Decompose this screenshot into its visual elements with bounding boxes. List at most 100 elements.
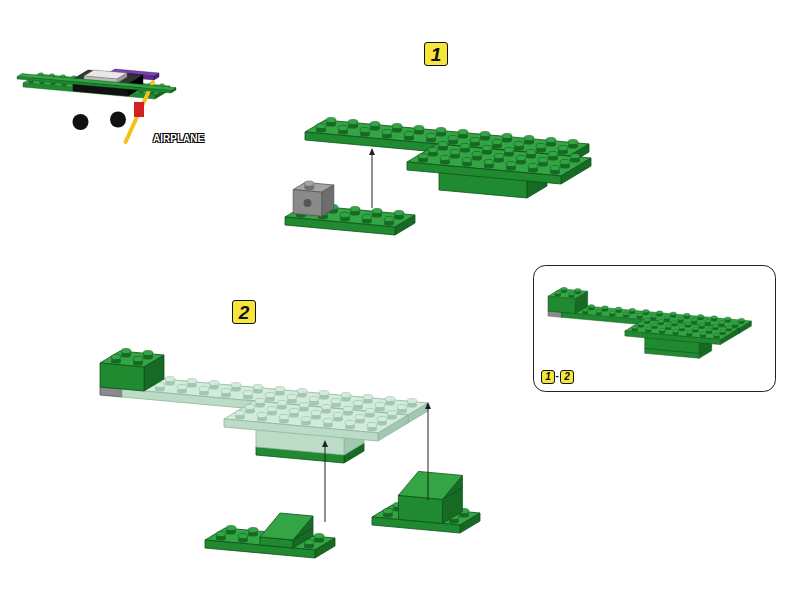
stud: [706, 328, 712, 334]
brick-face: [17, 77, 171, 93]
stud: [650, 314, 656, 320]
stud: [714, 333, 720, 339]
stud: [629, 308, 635, 314]
stud: [502, 133, 512, 142]
stud: [632, 326, 638, 332]
stud: [414, 125, 424, 134]
stud: [699, 323, 705, 329]
stud: [568, 292, 574, 298]
step-number: 2: [564, 372, 570, 382]
assembly-arrow: [325, 446, 326, 522]
stud: [458, 129, 468, 138]
stud: [462, 157, 472, 166]
stud: [341, 392, 351, 401]
stud: [304, 181, 314, 190]
brick-face: [395, 215, 415, 235]
stud: [428, 147, 438, 156]
stud: [323, 418, 333, 427]
stud: [684, 313, 690, 319]
brick-face: [460, 513, 480, 533]
stud: [392, 123, 402, 132]
stud: [526, 149, 536, 158]
brick-face: [322, 185, 334, 216]
stud: [353, 400, 363, 409]
stud: [245, 404, 255, 413]
stud: [692, 327, 698, 333]
stud: [165, 376, 175, 385]
stud: [277, 400, 287, 409]
stud: [338, 125, 348, 134]
stud: [550, 165, 560, 174]
stud: [538, 157, 548, 166]
stud: [343, 406, 353, 415]
stud: [448, 135, 458, 144]
stud: [494, 153, 504, 162]
brick-face: [315, 538, 335, 558]
stud: [570, 153, 580, 162]
stud: [253, 384, 263, 393]
stud: [365, 408, 375, 417]
stud: [340, 212, 350, 221]
stud: [725, 317, 731, 323]
stud: [686, 331, 692, 337]
stud: [482, 145, 492, 154]
stud: [311, 410, 321, 419]
brick-face: [378, 415, 408, 441]
step-number: 1: [545, 372, 551, 382]
stud: [257, 412, 267, 421]
stud: [546, 137, 556, 146]
brick-face: [100, 363, 144, 391]
stud: [726, 326, 732, 332]
brick-face: [575, 291, 587, 313]
step-number: 1: [431, 45, 442, 64]
stud: [670, 312, 676, 318]
stud: [418, 153, 428, 162]
stud: [375, 402, 385, 411]
stud: [187, 378, 197, 387]
stud: [238, 533, 248, 542]
stud: [484, 159, 494, 168]
brick-face: [548, 296, 575, 313]
stud: [383, 508, 393, 517]
result-panel: [534, 266, 776, 392]
step-badge: 1: [424, 42, 448, 66]
stud: [384, 216, 394, 225]
stud: [472, 151, 482, 160]
stud: [363, 394, 373, 403]
stud: [199, 386, 209, 395]
model-name: AIRPLANE: [153, 134, 204, 144]
arrow-head: [369, 148, 375, 155]
stud: [480, 131, 490, 140]
stud: [679, 326, 685, 332]
stud: [133, 356, 143, 365]
step-1-illustration: [285, 117, 591, 235]
assembly-arrow: [372, 154, 373, 208]
brick-face: [293, 190, 322, 217]
stud: [516, 155, 526, 164]
stud: [221, 388, 231, 397]
stud: [719, 321, 725, 327]
stud: [370, 121, 380, 130]
brick-face: [117, 73, 127, 83]
stud: [226, 525, 236, 534]
stud: [121, 348, 131, 357]
stud: [645, 327, 651, 333]
brick-face: [260, 513, 313, 540]
brick-face: [408, 403, 428, 423]
step-range-dash: -: [556, 371, 559, 381]
step-badge: 1: [541, 370, 555, 384]
stud: [616, 307, 622, 313]
stud: [665, 324, 671, 330]
stud: [609, 311, 615, 317]
stud: [558, 145, 568, 154]
stud: [360, 127, 370, 136]
stud: [588, 305, 594, 311]
wheel: [110, 112, 126, 128]
stud: [664, 316, 670, 322]
brick-face: [17, 74, 176, 91]
stud: [321, 404, 331, 413]
stud: [678, 317, 684, 323]
stud: [287, 394, 297, 403]
stud: [637, 313, 643, 319]
stud: [216, 531, 226, 540]
